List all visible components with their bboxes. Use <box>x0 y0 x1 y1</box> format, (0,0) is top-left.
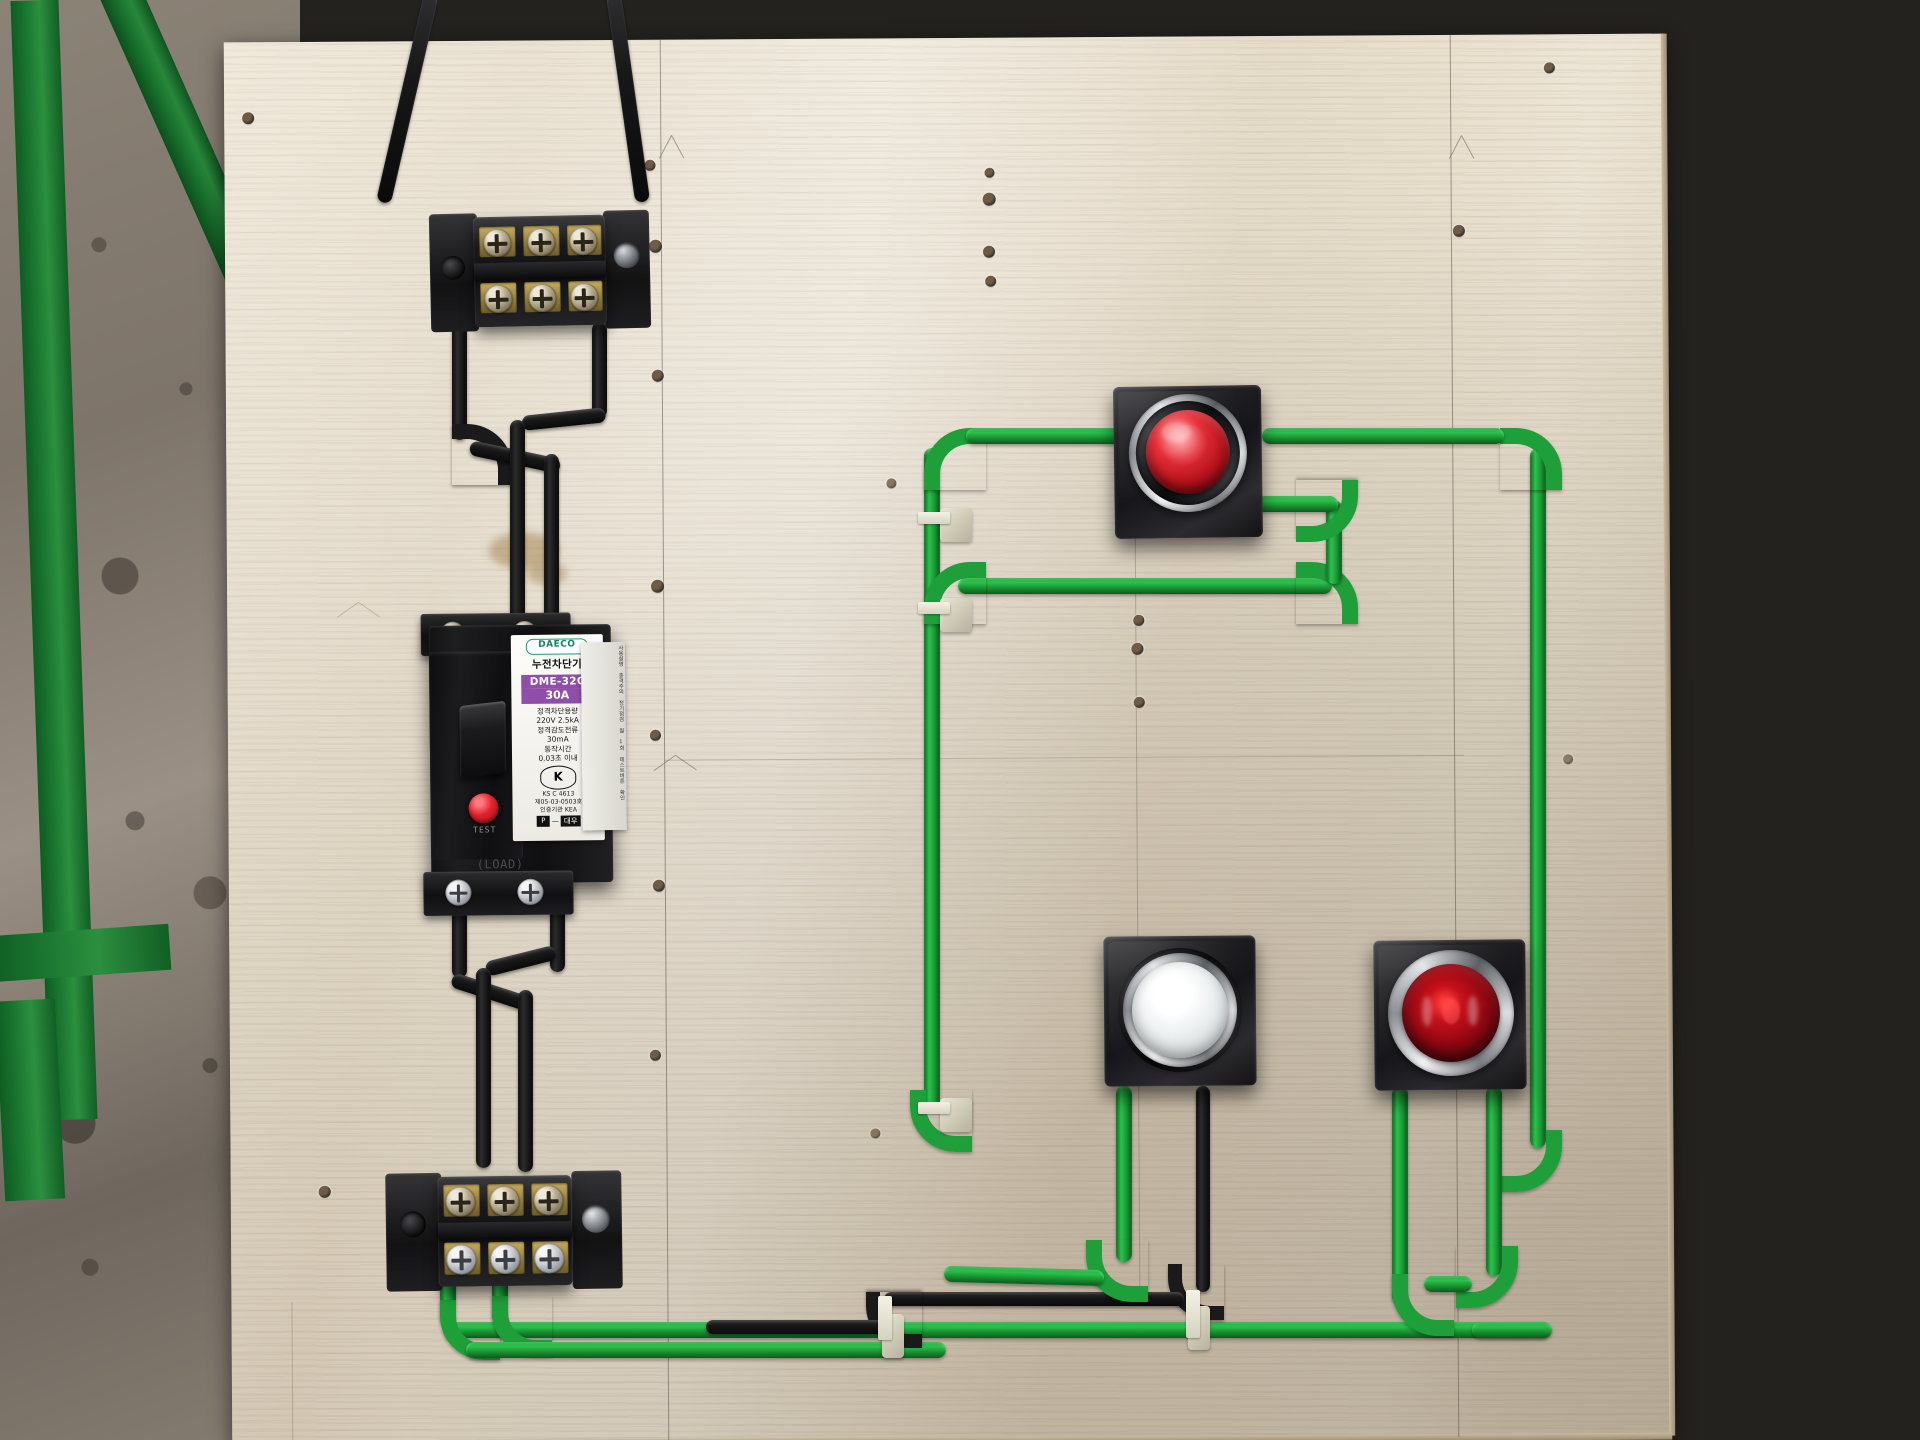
screw-hole <box>648 239 663 253</box>
screw-hole <box>1543 62 1555 74</box>
cable-tie <box>918 1102 950 1114</box>
screw-hole <box>652 879 665 892</box>
breaker-side-instruction-label: 사용설명 충격주의 정기점검 월 1회 테스트버튼 확인 <box>580 641 627 831</box>
maker-sep: — <box>551 817 559 826</box>
screw-hole <box>1452 224 1465 237</box>
green-wire-tb-run <box>466 1342 946 1358</box>
red-lamp-glare-right <box>1467 995 1479 1026</box>
cable-tie <box>918 602 950 614</box>
breaker-front-face: TEST <box>428 650 524 860</box>
earth-leakage-breaker[interactable]: TEST DAECO 누전차단기 DME-32C 30A 정격차단용량 220V… <box>420 612 627 917</box>
pilot-lamp-white[interactable] <box>1103 935 1257 1087</box>
green-wire-left-rail-upper <box>924 448 940 1108</box>
wire-tb-to-breaker-left <box>452 322 467 440</box>
terminal-block-bottom[interactable] <box>385 1170 623 1292</box>
screw-hole <box>649 1049 661 1061</box>
wire-breaker-drop-right <box>476 968 491 1168</box>
screw-hole <box>242 112 255 125</box>
screw-hole <box>886 478 897 489</box>
screw-hole <box>1131 642 1144 655</box>
screw-hole <box>651 579 665 593</box>
screw-hole <box>982 245 996 258</box>
green-wire-pb-loop-back <box>1256 496 1338 512</box>
red-lamp-glare-left <box>1421 996 1433 1027</box>
pilot-lamp-red[interactable] <box>1373 939 1527 1091</box>
kc-certification-mark: K <box>540 765 577 791</box>
screw-hole <box>985 275 997 287</box>
breaker-test-label: TEST <box>473 825 497 835</box>
green-wire-top-left-run <box>966 428 1124 444</box>
breaker-test-button[interactable] <box>468 793 499 824</box>
screw-hole <box>870 1128 881 1139</box>
green-wire-bottom-right-run <box>1472 1322 1552 1338</box>
screw-hole <box>1563 754 1574 765</box>
pushbutton-red[interactable] <box>1112 384 1264 540</box>
screw-hole <box>1133 614 1145 626</box>
frame-leg-lower <box>0 998 66 1202</box>
green-wire-pb-lower-run <box>958 578 1332 594</box>
pencil-arrowhead <box>653 754 697 775</box>
cable-tie <box>918 512 950 524</box>
breaker-brand: DAECO <box>525 638 588 655</box>
green-wire-pb-loop-up <box>1326 500 1342 584</box>
green-wire-top-right-run <box>1262 428 1504 444</box>
cable-tie <box>1186 1290 1200 1338</box>
green-wire-right-rail <box>1530 448 1546 1148</box>
black-wire-left-tail <box>706 1320 886 1334</box>
screw-hole <box>649 729 662 741</box>
screw-hole <box>982 192 996 206</box>
screw-hole <box>1133 696 1145 708</box>
terminal-block-mount-right <box>602 209 652 329</box>
screw-hole <box>644 159 656 171</box>
black-wire-lamp-drop <box>1196 1086 1210 1292</box>
green-wire-u-bottom <box>1424 1276 1472 1292</box>
maker-icon: P <box>536 815 550 828</box>
red-lamp-filament-glow <box>1441 997 1461 1025</box>
wire-down-breaker-right <box>510 420 525 628</box>
breaker-load-marking: (LOAD) <box>476 856 524 872</box>
wire-breaker-drop-left <box>518 990 533 1172</box>
pencil-arrowhead <box>336 601 380 622</box>
cable-tie <box>878 1296 892 1340</box>
pencil-arrowhead <box>658 135 685 159</box>
white-lamp-lens <box>1131 961 1229 1059</box>
terminal-block-divider <box>473 260 607 280</box>
green-wire-redlamp-left <box>1392 1086 1408 1304</box>
terminal-block-top[interactable] <box>428 209 652 333</box>
breaker-bottom-screw-left[interactable] <box>445 879 472 906</box>
terminal-block-mount-left <box>428 213 480 333</box>
pencil-arrowhead <box>1448 135 1475 159</box>
screw-hole <box>318 1185 331 1198</box>
breaker-toggle-lever[interactable] <box>459 700 507 779</box>
breaker-bottom-screw-right[interactable] <box>517 878 544 906</box>
terminal-block-mount-left <box>385 1172 443 1292</box>
green-wire-bottom-rail <box>444 1322 1550 1338</box>
green-wire-redlamp-right <box>1486 1086 1502 1276</box>
terminal-block-divider <box>437 1221 573 1239</box>
green-wire-white-lamp <box>1116 1086 1132 1262</box>
wire-down-to-breaker-left <box>544 454 559 628</box>
screw-hole <box>651 369 664 382</box>
screw-hole <box>984 167 995 178</box>
kc-mark-letter: K <box>553 770 563 785</box>
breaker-maker-tag: 대우 <box>560 815 581 827</box>
terminal-block-mount-right <box>571 1170 623 1290</box>
wire-tb-to-breaker-right <box>592 322 607 418</box>
